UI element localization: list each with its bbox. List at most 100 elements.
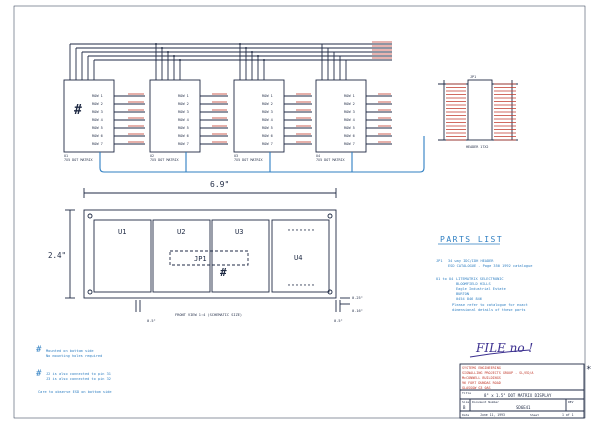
note2-line2: J3 is also connected to pin 32: [46, 377, 111, 381]
parts-jp1-line2: ESD CATALOGUE - Page 350 1992 catalogue: [448, 264, 532, 268]
row-label: ROW 4: [344, 118, 355, 122]
parts-u-line2: BLOOMFIELD HILLS: [456, 282, 491, 286]
row-label: ROW 1: [92, 94, 103, 98]
company-line1: SYSTEMS ENGINEERING: [462, 366, 501, 370]
dim-side-mid: 0.16": [352, 309, 363, 313]
row-label: ROW 5: [178, 126, 189, 130]
module-u1: [63, 79, 145, 153]
company-line4: 96 FORT DUNDAS ROAD: [462, 381, 501, 385]
drawing-title: 8" x 1.5" DOT MATRIX DISPLAY: [484, 393, 552, 398]
row-label: ROW 5: [92, 126, 103, 130]
module-u2: [149, 79, 228, 153]
module-ref: U3: [234, 154, 238, 158]
bottom-note: Care to observe ESD on bottom side: [38, 390, 112, 394]
module-u4: [315, 79, 392, 153]
header-jp1: [438, 79, 518, 141]
module-ref: U1: [64, 154, 68, 158]
sheet-label: Sheet: [530, 413, 539, 417]
front-mark: #: [220, 266, 227, 279]
size-value: B: [463, 405, 466, 410]
column-bus: [69, 41, 392, 80]
row-label: ROW 7: [178, 142, 189, 146]
module-ref: U2: [150, 154, 154, 158]
row-label: ROW 1: [178, 94, 189, 98]
front-view: [65, 188, 350, 312]
sheet-value: 1 of 1: [562, 413, 574, 417]
module-name: 7X5 DOT MATRIX: [234, 158, 264, 162]
module-name: 7X5 DOT MATRIX: [316, 158, 346, 162]
row-label: ROW 7: [262, 142, 273, 146]
date-value: June 11, 1993: [480, 413, 505, 417]
return-wire: [99, 136, 425, 173]
header-pin-labels: [446, 83, 516, 141]
row-label: ROW 5: [344, 126, 355, 130]
parts-u-line5: 0454 846 846: [456, 297, 482, 301]
note1-line1: Mounted on bottom side: [46, 349, 94, 353]
module-name: 7X5 DOT MATRIX: [150, 158, 180, 162]
note1-line2: No mounting holes required: [46, 354, 102, 358]
title-block: [459, 363, 585, 419]
row-label: ROW 2: [92, 102, 103, 106]
doc-number: SD6E41: [516, 405, 531, 410]
row-label: ROW 4: [262, 118, 273, 122]
row-label: ROW 4: [178, 118, 189, 122]
parts-jp1-line1: 34 way IDC/IDH HEADER: [448, 259, 494, 263]
size-label: Size: [462, 400, 469, 404]
handwritten-note: FILE no !: [475, 341, 533, 355]
row-label: ROW 1: [262, 94, 273, 98]
parts-u-line3: Eagle Industrial Estate: [456, 287, 506, 291]
front-caption: FRONT VIEW 1:4 (SCHEMATIC SIZE): [175, 313, 242, 317]
row-label: ROW 5: [262, 126, 273, 130]
row-label: ROW 2: [178, 102, 189, 106]
star-mark: *: [586, 365, 591, 375]
sheet-border: [13, 5, 586, 419]
row-label: ROW 7: [344, 142, 355, 146]
note1-mark: #: [36, 345, 42, 355]
row-label: ROW 3: [178, 110, 189, 114]
row-label: ROW 6: [262, 134, 273, 138]
parts-list-title: PARTS LIST: [440, 235, 503, 244]
company-line2: SIGNALLING PROJECTS GROUP - SL/ED/A: [462, 371, 533, 375]
header-ref: JP1: [470, 75, 476, 79]
module-u3: [233, 79, 312, 153]
front-label-u4: U4: [294, 254, 302, 262]
row-label: ROW 6: [92, 134, 103, 138]
company-line5: GLASGOW G3 0AS: [462, 386, 491, 390]
date-label: Date: [462, 413, 469, 417]
note2-line1: J2 is also connected to pin 31: [46, 372, 111, 376]
u1-mark: #: [74, 103, 82, 118]
row-label: ROW 2: [344, 102, 355, 106]
parts-u-line4: BURTON: [456, 292, 469, 296]
parts-u-line1: LITEMATRIX SELECTRONIC: [456, 277, 504, 281]
row-label: ROW 6: [178, 134, 189, 138]
dim-side-top: 0.25": [352, 296, 363, 300]
row-label: ROW 4: [92, 118, 103, 122]
module-ref: U4: [316, 154, 320, 158]
row-label: ROW 3: [92, 110, 103, 114]
front-label-u2: U2: [177, 228, 185, 236]
module-name: 7X5 DOT MATRIX: [64, 158, 94, 162]
parts-u-ref: U1 to U4: [436, 277, 453, 281]
rev-label: REV: [568, 400, 574, 404]
row-label: ROW 3: [262, 110, 273, 114]
front-label-u3: U3: [235, 228, 243, 236]
parts-jp1-ref: JP1: [436, 259, 443, 263]
height-dimension: 2.4": [48, 251, 66, 260]
parts-footnote-1: Please refer to catalogue for exact: [452, 303, 528, 307]
parts-footnote-2: dimensional details of these parts: [452, 308, 526, 312]
row-label: ROW 2: [262, 102, 273, 106]
row-label: ROW 6: [344, 134, 355, 138]
header-name: HEADER 17X2: [466, 145, 488, 149]
company-line3: McCONNELL BUILDINGS: [462, 376, 501, 380]
dim-left: 0.5": [147, 319, 156, 323]
width-dimension: 6.9": [210, 180, 229, 189]
front-label-u1: U1: [118, 228, 126, 236]
doc-label: Document Number: [472, 400, 499, 404]
note2-mark: #: [36, 369, 42, 379]
row-label: ROW 3: [344, 110, 355, 114]
row-label: ROW 7: [92, 142, 103, 146]
front-label-jp1: JP1: [194, 255, 207, 263]
dim-right: 0.5": [334, 319, 343, 323]
row-label: ROW 1: [344, 94, 355, 98]
